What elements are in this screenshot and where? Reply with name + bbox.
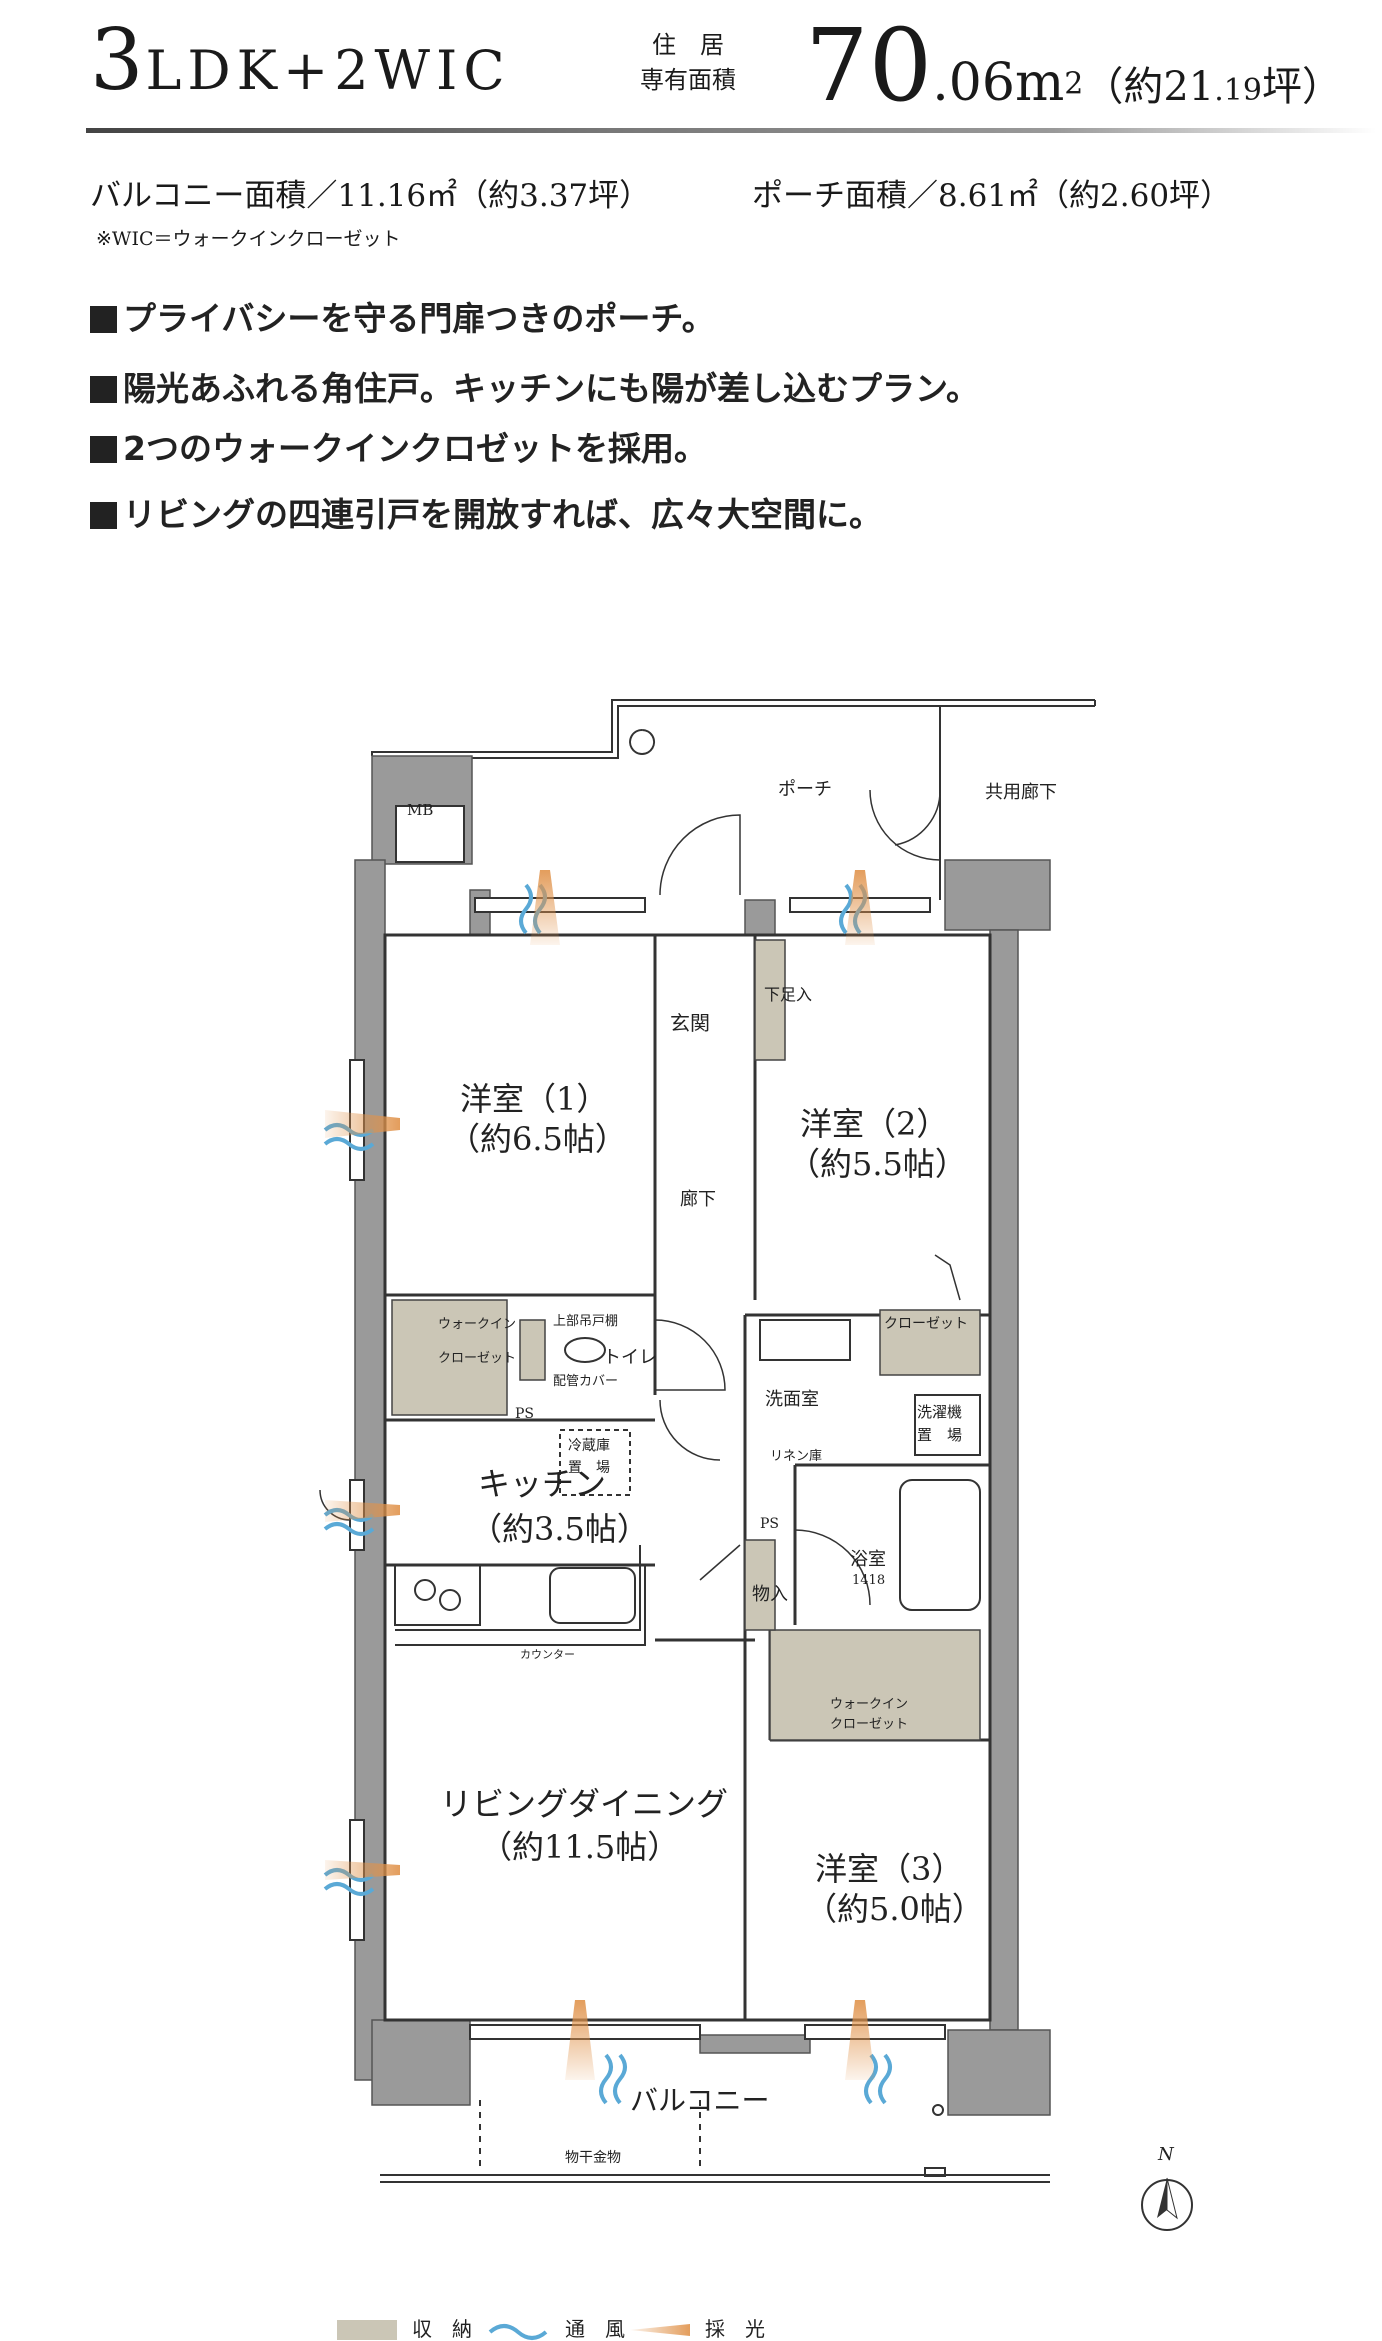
label-balcony: バルコニー: [630, 2084, 769, 2117]
label-ld-size: （約11.5帖）: [480, 1828, 679, 1866]
legend-wind-swatch: [488, 2324, 548, 2340]
label-pipe-cover: 配管カバー: [553, 1374, 618, 1389]
label-genkan: 玄関: [670, 1011, 710, 1035]
floor-area-unit: m: [1014, 53, 1065, 113]
legend-light-label: 採 光: [705, 2317, 765, 2341]
north-compass: [1141, 2177, 1193, 2231]
label-kitchen-name: キッチン: [478, 1465, 606, 1503]
feature-item-1: プライバシーを守る門扉つきのポーチ。: [90, 292, 715, 340]
label-bath: 浴室: [850, 1549, 886, 1570]
floor-area-tsubo-open: （約: [1083, 64, 1164, 110]
label-wic1-line2: クローゼット: [438, 1351, 516, 1366]
feature-item-2: 陽光あふれる角住戸。キッチンにも陽が差し込むプラン。: [90, 362, 979, 410]
floor-area-tsubo-integer: 21: [1163, 64, 1215, 110]
label-room3-name: 洋室（3）: [815, 1850, 963, 1888]
label-fridge-line2: 置 場: [568, 1460, 610, 1476]
floor-area-value: 70.06m2（約21.19坪）: [805, 16, 1342, 116]
floor-area-label-line2: 専有面積: [640, 65, 736, 94]
wic-note: ※WIC＝ウォークインクローゼット: [96, 228, 401, 250]
daylight-markers: [325, 870, 875, 2080]
porch-area-text: ポーチ面積／8.61㎡（約2.60坪）: [752, 178, 1232, 214]
label-ld-name: リビングダイニング: [440, 1785, 728, 1823]
legend-light-swatch: [630, 2324, 690, 2336]
label-room3-size: （約5.0帖）: [805, 1890, 984, 1928]
floor-type-title: 3LDK+2WIC: [90, 18, 511, 102]
fixtures: [394, 729, 981, 1646]
feature-item-4: リビングの四連引戸を開放すれば、広々大空間に。: [90, 488, 882, 536]
label-room1-name: 洋室（1）: [460, 1080, 608, 1118]
floor-area-integer: 70: [805, 7, 933, 124]
label-fridge-line1: 冷蔵庫: [568, 1437, 610, 1454]
label-bath-size: 1418: [852, 1573, 885, 1588]
label-kitchen-size: （約3.5帖）: [470, 1510, 649, 1548]
balcony-railing: [380, 2100, 1050, 2183]
label-washroom: 洗面室: [765, 1389, 819, 1410]
label-wic2-line1: ウォークイン: [830, 1697, 908, 1712]
label-room1-size: （約6.5帖）: [448, 1120, 627, 1158]
label-north: N: [1157, 2144, 1175, 2165]
label-shared-corridor: 共用廊下: [985, 782, 1057, 803]
legend: 収 納 通 風 採 光: [337, 2317, 765, 2341]
label-mb: MB: [407, 801, 433, 819]
label-toilet: トイレ: [603, 1347, 657, 1368]
floor-area-tsubo-decimal: .19: [1214, 73, 1262, 108]
label-ps1: PS: [515, 1406, 534, 1422]
label-hallway: 廊下: [680, 1189, 716, 1210]
label-storage: 物入: [752, 1584, 788, 1605]
label-counter: カウンター: [520, 1648, 575, 1661]
legend-storage-label: 収 納: [412, 2317, 472, 2341]
label-room2-size: （約5.5帖）: [788, 1145, 967, 1183]
storage-areas: [391, 939, 981, 1741]
floor-type-suffix: LDK+2WIC: [145, 39, 511, 102]
label-room2-name: 洋室（2）: [800, 1105, 948, 1143]
floor-area-label: 住 居 専有面積: [640, 28, 736, 98]
label-laundry-hanger: 物干金物: [565, 2150, 621, 2166]
label-ps2: PS: [760, 1516, 779, 1532]
windows: [349, 897, 946, 2040]
floor-area-label-line1: 住 居: [652, 31, 724, 59]
legend-storage-swatch: [337, 2320, 397, 2340]
floor-area-unit-sup: 2: [1064, 66, 1084, 102]
mb-box: [395, 805, 465, 863]
label-wic1-line1: ウォークイン: [438, 1317, 516, 1332]
label-shoe-storage: 下足入: [764, 985, 812, 1004]
legend-wind-label: 通 風: [565, 2317, 625, 2341]
label-linen: リネン庫: [770, 1449, 822, 1464]
label-upper-shelf: 上部吊戸棚: [553, 1314, 618, 1329]
doors: [319, 789, 961, 1606]
header-rule: [86, 128, 1376, 133]
balcony-area-text: バルコニー面積／11.16㎡（約3.37坪）: [90, 178, 651, 214]
floor-type-number: 3: [90, 11, 146, 109]
label-washer-line2: 置 場: [917, 1426, 962, 1444]
floor-area-decimal: .06: [932, 53, 1015, 113]
label-wic2-line2: クローゼット: [830, 1717, 908, 1732]
floor-area-tsubo-close: 坪）: [1261, 64, 1342, 110]
feature-item-3: 2つのウォークインクロゼットを採用。: [90, 422, 707, 470]
label-closet: クローゼット: [884, 1316, 968, 1332]
label-porch: ポーチ: [778, 779, 832, 800]
label-washer-line1: 洗濯機: [917, 1403, 962, 1421]
